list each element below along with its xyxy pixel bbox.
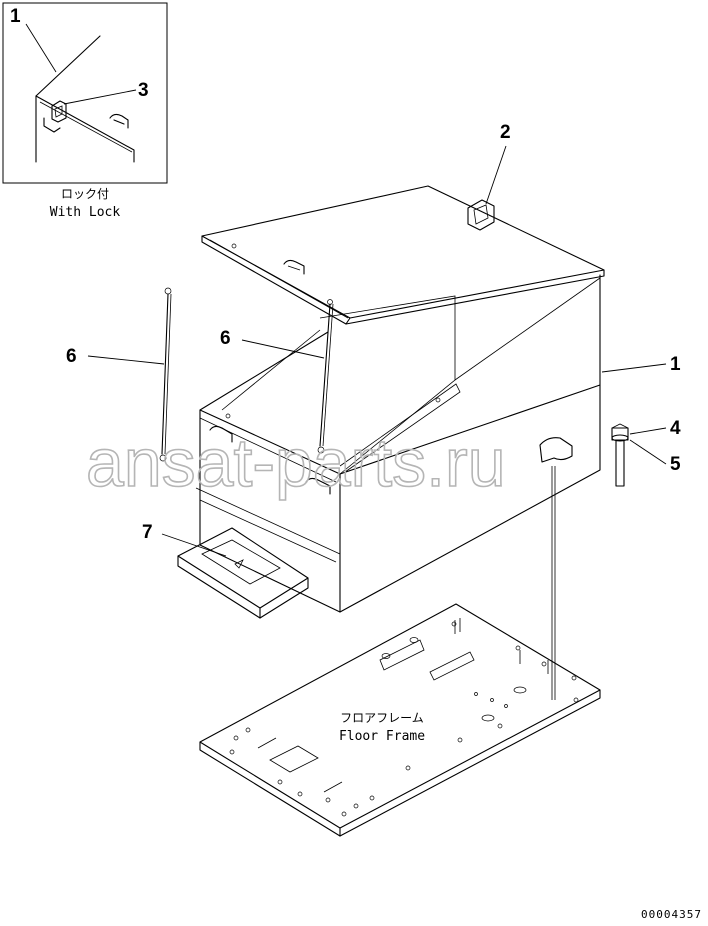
inset-frame (2, 2, 168, 184)
stay-rod-inner (317, 303, 334, 454)
box-top-rim (199, 274, 601, 411)
front-handle-lower (305, 477, 331, 495)
stay-left-callout: 6 (66, 346, 77, 367)
step-callout: 7 (142, 522, 153, 543)
floor-frame-label-jp: フロアフレーム (340, 711, 424, 725)
storage-box (195, 274, 601, 613)
bolt-part (611, 423, 629, 487)
washer-callout: 5 (670, 454, 681, 475)
floor-frame-label-en: Floor Frame (339, 729, 425, 744)
box-lid (201, 185, 605, 325)
lock-callout: 2 (500, 122, 511, 143)
inset-lock-icon (43, 100, 67, 133)
inset-lock-callout: 3 (138, 80, 149, 101)
front-handle-upper (209, 425, 233, 443)
watermark-text: ansat-parts.ru (86, 425, 506, 501)
box-right-face (339, 384, 601, 613)
floor-frame: フロアフレーム Floor Frame (199, 603, 601, 837)
callouts: 2 1 6 6 4 5 7 (66, 122, 681, 557)
inset-box-callout: 1 (10, 6, 21, 27)
stay-rod-left (159, 287, 172, 462)
lid-handle-icon (283, 259, 305, 275)
inset-box-corner (35, 35, 135, 163)
mount-bracket (539, 437, 573, 700)
inset-label-en: With Lock (50, 205, 121, 220)
inset-label-jp: ロック付 (61, 187, 109, 201)
lid-edge (201, 235, 351, 325)
box-callout: 1 (670, 354, 681, 375)
inset-handle-icon (109, 113, 129, 129)
lid-top-face (201, 185, 605, 319)
lid-lock-icon (467, 199, 495, 231)
inset-detail: 1 3 ロック付 With Lock (2, 2, 168, 220)
bolt-callout: 4 (670, 418, 681, 439)
document-number: 00004357 (641, 908, 702, 921)
step-part (177, 527, 309, 619)
washer-part (611, 434, 629, 442)
box-opening (319, 295, 456, 475)
stay-inner-callout: 6 (220, 328, 231, 349)
